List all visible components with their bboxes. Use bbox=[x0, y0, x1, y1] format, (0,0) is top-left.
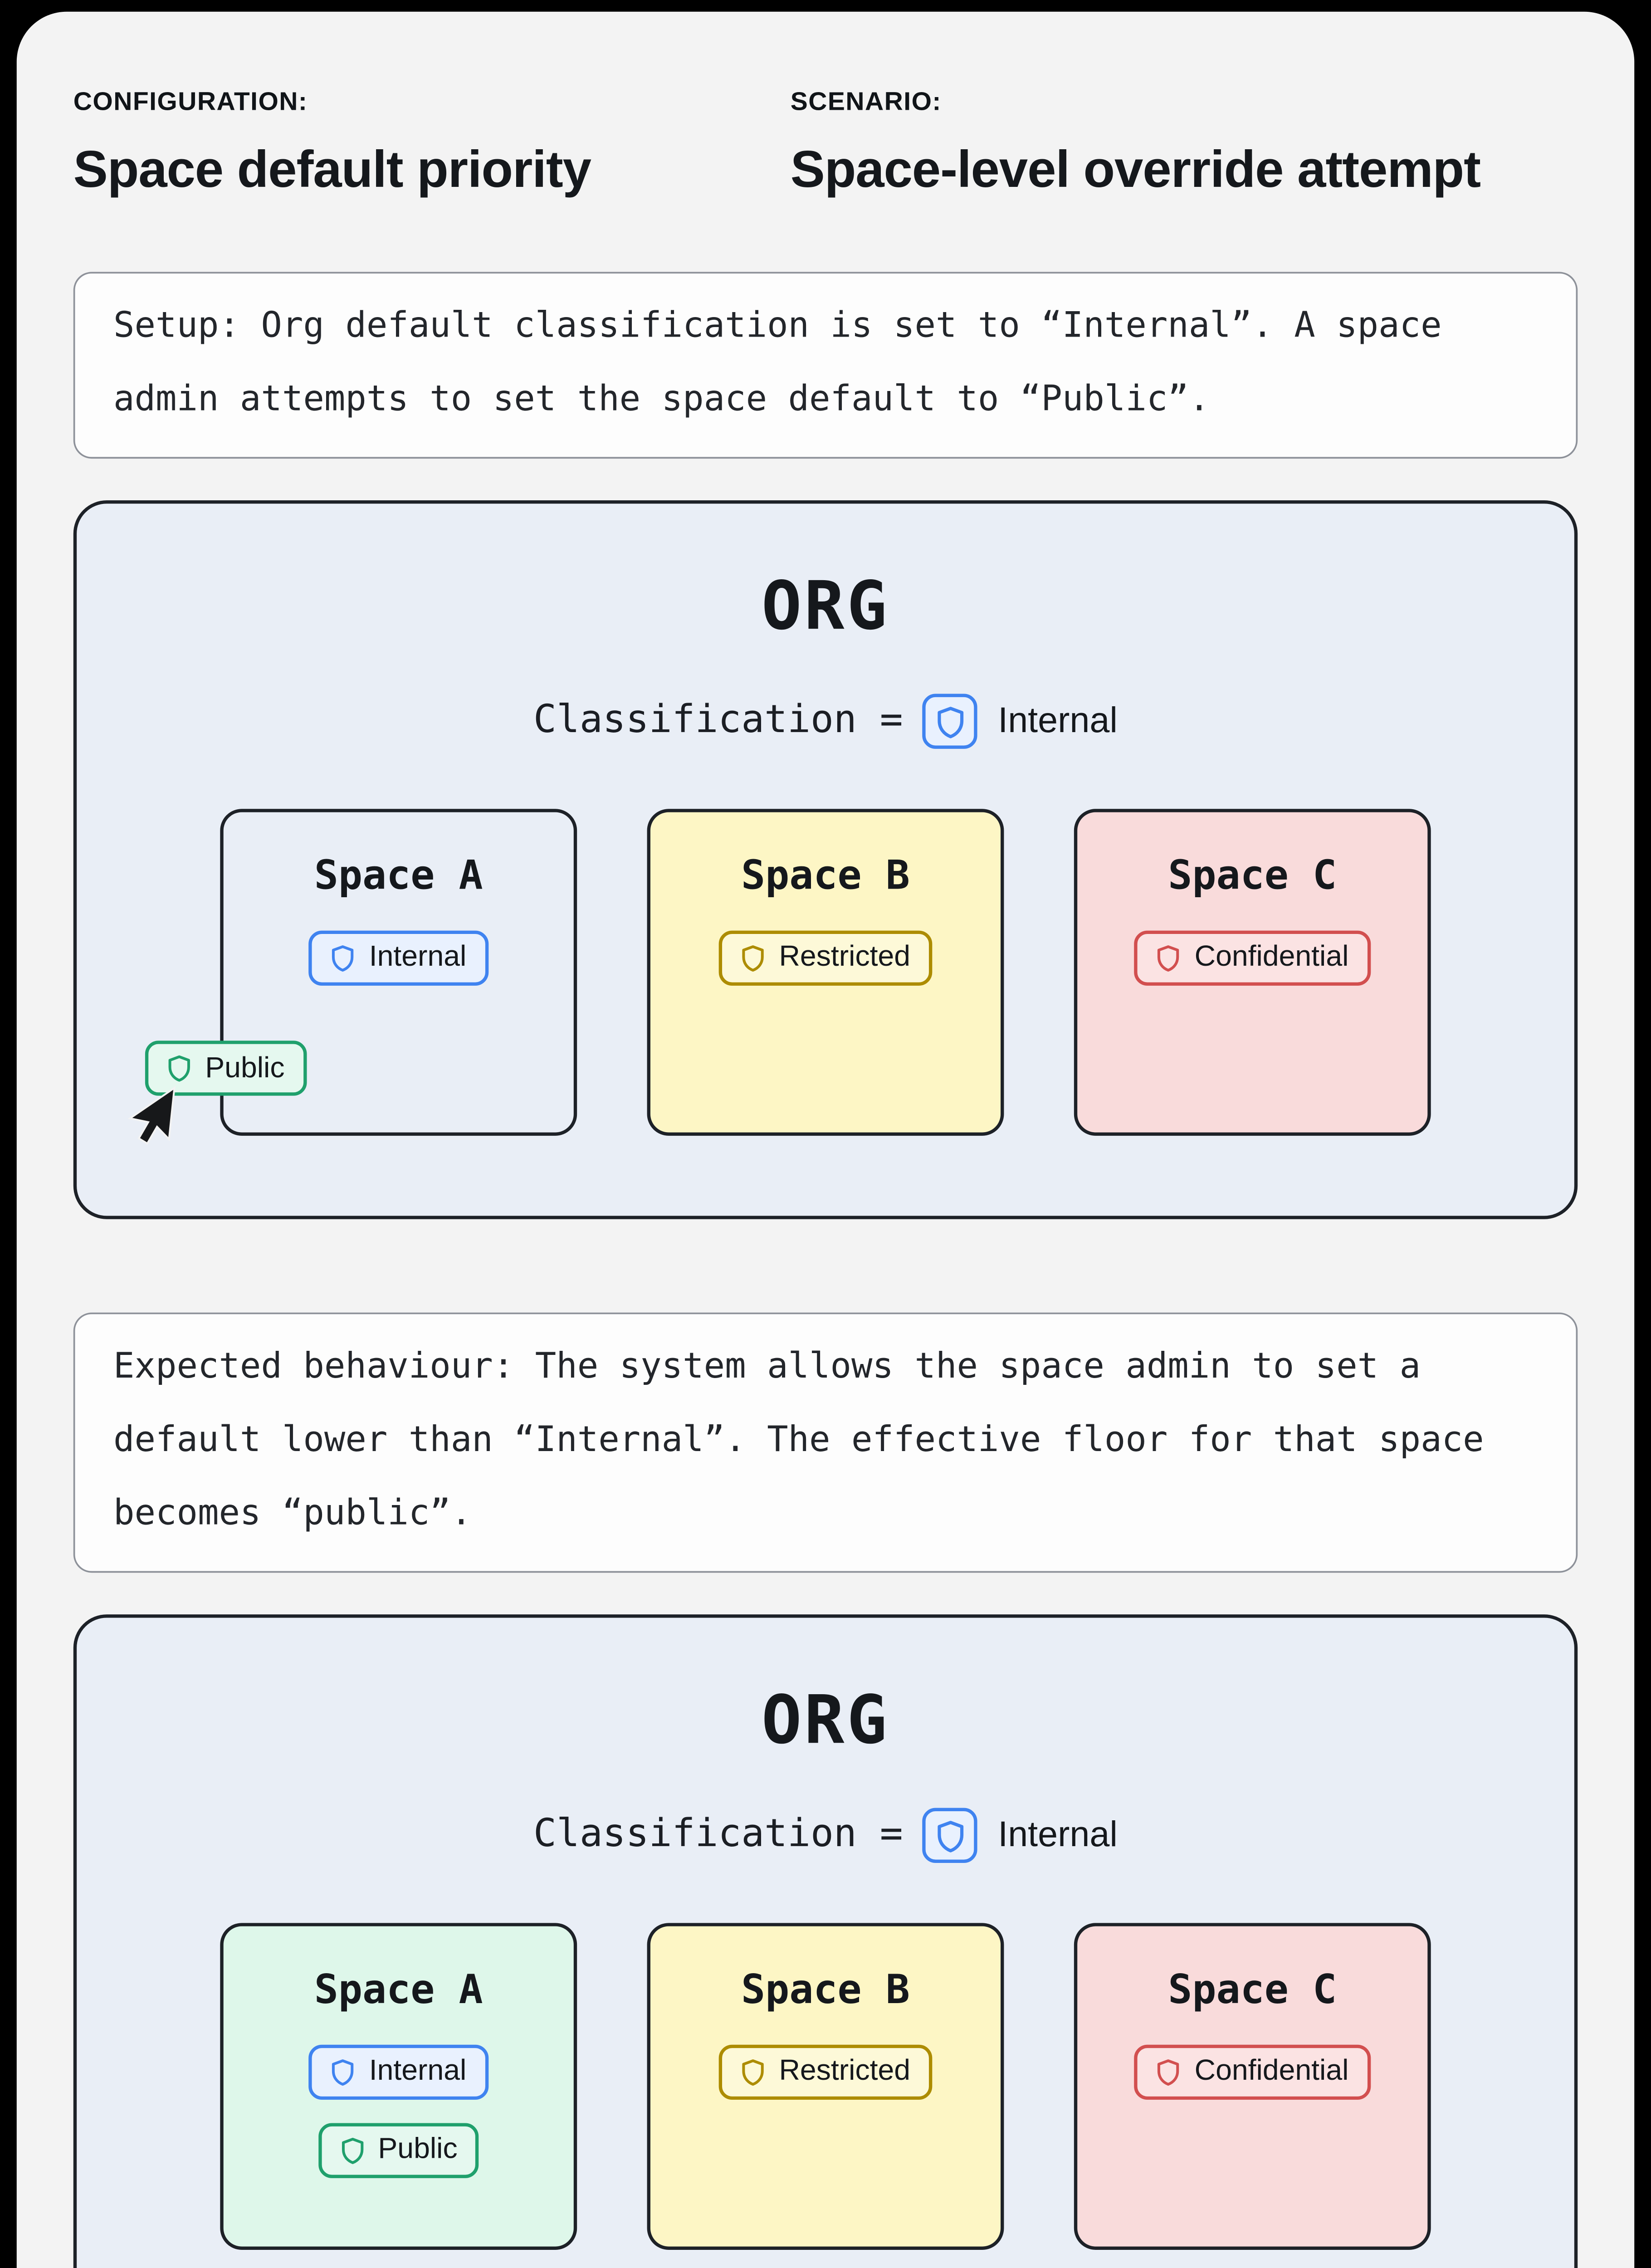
classification-row: Classification = Internal bbox=[77, 694, 1574, 749]
badge-restricted: Restricted bbox=[719, 930, 932, 985]
space-card-c: Space C Confidential bbox=[1074, 1923, 1431, 2250]
badge-label: Public bbox=[205, 1051, 285, 1084]
classification-row: Classification = Internal bbox=[77, 1808, 1574, 1863]
shield-icon bbox=[1158, 2058, 1180, 2085]
main-card: CONFIGURATION: Space default priority SC… bbox=[16, 11, 1635, 2268]
cursor-pointer-icon bbox=[127, 1086, 176, 1145]
shield-icon bbox=[1158, 944, 1180, 971]
badge-internal: Internal bbox=[309, 2044, 488, 2099]
header: CONFIGURATION: Space default priority SC… bbox=[73, 88, 1578, 199]
attempt-badge-public[interactable]: Public bbox=[145, 1041, 307, 1096]
space-name: Space A bbox=[314, 1966, 483, 2014]
expected-text: Expected behaviour: The system allows th… bbox=[113, 1346, 1484, 1533]
org-panel-before: ORG Classification = Internal Space A In… bbox=[73, 500, 1578, 1220]
badge-label: Internal bbox=[369, 2053, 467, 2087]
shield-icon bbox=[332, 2058, 354, 2085]
classification-shield-chip bbox=[923, 694, 978, 749]
badge-internal: Internal bbox=[309, 930, 488, 985]
badge-public: Public bbox=[318, 2122, 479, 2178]
shield-icon bbox=[742, 944, 764, 971]
shield-icon bbox=[938, 1820, 963, 1852]
space-card-c: Space C Confidential bbox=[1074, 809, 1431, 1136]
spaces-row: Space A Internal Public Space B bbox=[77, 1923, 1574, 2250]
scenario-title: Space-level override attempt bbox=[790, 139, 1481, 198]
spaces-row: Space A Internal Space B Restricted Spac… bbox=[77, 809, 1574, 1136]
attempt-badge-wrap: Public bbox=[145, 1041, 307, 1096]
classification-value: Internal bbox=[998, 700, 1118, 741]
badge-label: Confidential bbox=[1194, 939, 1349, 973]
setup-note-box: Setup: Org default classification is set… bbox=[73, 272, 1578, 459]
space-card-b: Space B Restricted bbox=[647, 1923, 1004, 2250]
configuration-column: CONFIGURATION: Space default priority bbox=[73, 88, 791, 199]
badge-label: Restricted bbox=[779, 939, 911, 973]
space-name: Space A bbox=[314, 852, 483, 899]
org-title: ORG bbox=[761, 569, 890, 646]
configuration-title: Space default priority bbox=[73, 139, 591, 198]
space-name: Space C bbox=[1168, 852, 1337, 899]
badge-label: Restricted bbox=[779, 2053, 911, 2087]
classification-label: Classification = bbox=[533, 699, 903, 743]
scenario-label: SCENARIO: bbox=[790, 88, 942, 117]
shield-icon bbox=[742, 2058, 764, 2085]
expected-note-box: Expected behaviour: The system allows th… bbox=[73, 1313, 1578, 1574]
space-name: Space B bbox=[741, 852, 910, 899]
classification-value: Internal bbox=[998, 1814, 1118, 1855]
shield-icon bbox=[168, 1056, 190, 1082]
badge-restricted: Restricted bbox=[719, 2044, 932, 2099]
space-card-b: Space B Restricted bbox=[647, 809, 1004, 1136]
space-name: Space C bbox=[1168, 1966, 1337, 2014]
classification-shield-chip bbox=[923, 1808, 978, 1863]
shield-icon bbox=[332, 944, 354, 971]
badge-label: Confidential bbox=[1194, 2053, 1349, 2087]
badge-stack: Internal Public bbox=[309, 2044, 488, 2178]
configuration-label: CONFIGURATION: bbox=[73, 88, 308, 117]
badge-label: Internal bbox=[369, 939, 467, 973]
org-title: ORG bbox=[761, 1683, 890, 1760]
classification-label: Classification = bbox=[533, 1813, 903, 1857]
org-panel-after: ORG Classification = Internal Space A In… bbox=[73, 1614, 1578, 2268]
space-card-a: Space A Internal Public bbox=[220, 1923, 577, 2250]
space-name: Space B bbox=[741, 1966, 910, 2014]
badge-confidential: Confidential bbox=[1134, 2044, 1371, 2099]
scenario-column: SCENARIO: Space-level override attempt bbox=[790, 88, 1481, 199]
shield-icon bbox=[938, 706, 963, 738]
badge-confidential: Confidential bbox=[1134, 930, 1371, 985]
badge-label: Public bbox=[378, 2132, 458, 2165]
shield-icon bbox=[341, 2137, 363, 2164]
setup-text: Setup: Org default classification is set… bbox=[113, 305, 1442, 419]
